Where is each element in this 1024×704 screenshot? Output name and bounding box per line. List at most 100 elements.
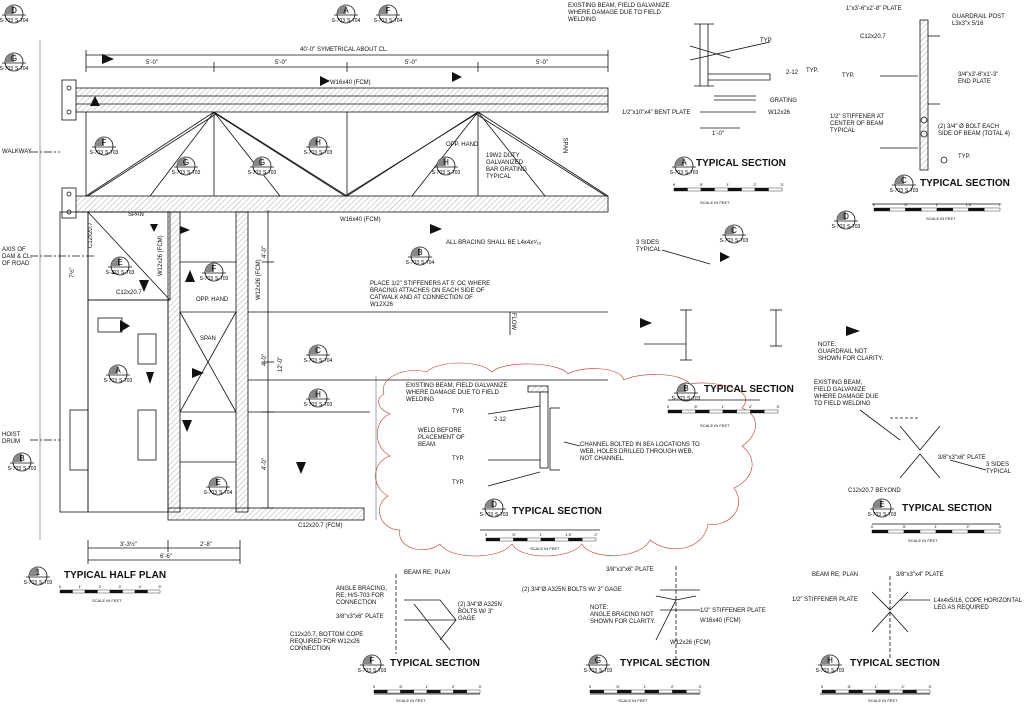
scale-segment bbox=[453, 689, 467, 694]
scale-segment bbox=[72, 589, 86, 594]
section-c-scale-label: SCALE IN FEET bbox=[926, 216, 956, 221]
top-beam-label: W16x40 (FCM) bbox=[330, 80, 371, 86]
scale-segment bbox=[952, 207, 969, 212]
section-e-existing: EXISTING BEAM, FIELD GALVANIZE WHERE DAM… bbox=[814, 380, 879, 407]
scale-tick-label: 0 bbox=[821, 684, 824, 689]
section-a-existing-note: EXISTING BEAM, FIELD GALVANIZE WHERE DAM… bbox=[568, 3, 670, 23]
marker-ref-right: S-703 bbox=[105, 150, 119, 156]
section-b-weld-before: WELD BEFORE PLACEMENT OF BEAM. bbox=[418, 428, 465, 448]
scale-tick-label: 2' bbox=[595, 532, 598, 537]
scale-segment bbox=[59, 589, 73, 594]
section-h-plate: 3/8"x3"x4" PLATE bbox=[896, 572, 944, 578]
scale-segment bbox=[875, 689, 890, 694]
w12-right-label: W12x26 (FCM) bbox=[256, 259, 262, 300]
section-d-detail bbox=[644, 249, 782, 401]
marker-letter: C bbox=[731, 226, 737, 235]
bay-dimension-3: 5'-0" bbox=[405, 60, 417, 66]
marker-letter: B bbox=[683, 384, 688, 393]
bottom-beam-label: W16x40 (FCM) bbox=[340, 217, 381, 223]
marker-ref-left: S-703 bbox=[304, 358, 318, 364]
scale-tick-label: .5' bbox=[847, 684, 851, 689]
scale-segment bbox=[686, 689, 701, 694]
marker-ref-right: S-703 bbox=[373, 668, 387, 674]
section-c-channel: C12x20.7 bbox=[860, 34, 886, 40]
scale-tick-label: 4' bbox=[139, 584, 142, 589]
scale-tick-label: 2' bbox=[99, 584, 102, 589]
section-h-beam-re: BEAM RE; PLAN bbox=[812, 572, 859, 578]
channel-top-label: C12x20.7 bbox=[88, 222, 94, 248]
span-label-2: SPAN bbox=[200, 336, 216, 342]
scale-tick-label: 1.5' bbox=[965, 202, 972, 207]
axis-label: AXIS OF DAM & CL. OF ROAD bbox=[2, 247, 33, 267]
scale-tick-label: 3' bbox=[479, 684, 482, 689]
section-h-title: TYPICAL SECTION bbox=[850, 658, 940, 669]
scale-segment bbox=[147, 589, 161, 594]
marker-ref-left: S-703 bbox=[332, 18, 346, 24]
marker-letter: A bbox=[343, 6, 349, 15]
marker-ref-left: S-703 bbox=[106, 270, 120, 276]
opp-hand-2: OPP. HAND bbox=[196, 297, 229, 303]
scale-tick-label: 3' bbox=[781, 182, 784, 187]
plan-scale-label: SCALE IN FEET bbox=[92, 598, 122, 603]
marker-letter: F bbox=[102, 138, 107, 147]
section-c-detail bbox=[872, 19, 1000, 205]
marker-ref-left: S-703 bbox=[672, 396, 686, 402]
span-label-3: SPAN bbox=[561, 137, 568, 154]
dimension-4ft-b: 4'-0" bbox=[262, 354, 268, 366]
w12-left-label: W12x26 (FCM) bbox=[158, 235, 164, 276]
section-a-typ2: TYP. bbox=[806, 68, 819, 74]
section-c-typ: TYP. bbox=[842, 73, 855, 79]
scale-segment bbox=[687, 187, 702, 192]
scale-segment bbox=[889, 689, 904, 694]
marker-letter: H bbox=[315, 390, 321, 399]
section-c-title: TYPICAL SECTION bbox=[920, 178, 1010, 189]
section-a-detail bbox=[689, 23, 771, 129]
marker-ref-left: S-703 bbox=[0, 66, 13, 72]
marker-ref-right: S-703 bbox=[905, 188, 919, 194]
dimension-left: 7½" bbox=[70, 267, 76, 278]
marker-letter: H bbox=[443, 158, 449, 167]
scale-tick-label: .5' bbox=[903, 202, 907, 207]
marker-ref-left: S-703 bbox=[432, 170, 446, 176]
scale-segment bbox=[84, 589, 98, 594]
marker-ref-right: S-703 bbox=[39, 580, 53, 586]
marker-letter: E bbox=[117, 258, 122, 267]
scale-segment bbox=[727, 187, 742, 192]
scale-segment bbox=[97, 589, 111, 594]
section-b-typ3: TYP. bbox=[452, 480, 465, 486]
scale-tick-label: 0 bbox=[667, 404, 670, 409]
marker-letter: G bbox=[11, 54, 17, 63]
scale-tick-label: 1' bbox=[727, 182, 730, 187]
section-b-typ2: TYP. bbox=[452, 456, 465, 462]
marker-ref-right: S-703 bbox=[119, 378, 133, 384]
section-f-bolts: (2) 3/4"Ø A325N BOLTS W/ 3" GAGE bbox=[458, 602, 502, 622]
scale-segment bbox=[905, 207, 922, 212]
section-b-typ: TYP. bbox=[452, 409, 465, 415]
scale-tick-label: 2' bbox=[999, 202, 1002, 207]
section-g-detail bbox=[590, 566, 700, 695]
section-c-stiffener: 1/2" STIFFENER AT CENTER OF BEAM TYPICAL bbox=[830, 114, 885, 134]
marker-ref-left: S-703 bbox=[24, 580, 38, 586]
marker-ref-left: S-703 bbox=[8, 466, 22, 472]
section-b-weld: 2-12 bbox=[494, 417, 507, 423]
scale-tick-label: 2' bbox=[902, 684, 905, 689]
marker-ref-left: S-703 bbox=[374, 18, 388, 24]
scale-segment bbox=[916, 689, 931, 694]
scale-tick-label: .5' bbox=[699, 182, 703, 187]
scale-bar-1: 0.5'1'2'3' bbox=[673, 182, 784, 192]
scale-segment bbox=[672, 689, 687, 694]
marker-letter: B bbox=[19, 454, 24, 463]
marker-ref-left: S-703 bbox=[406, 260, 420, 266]
